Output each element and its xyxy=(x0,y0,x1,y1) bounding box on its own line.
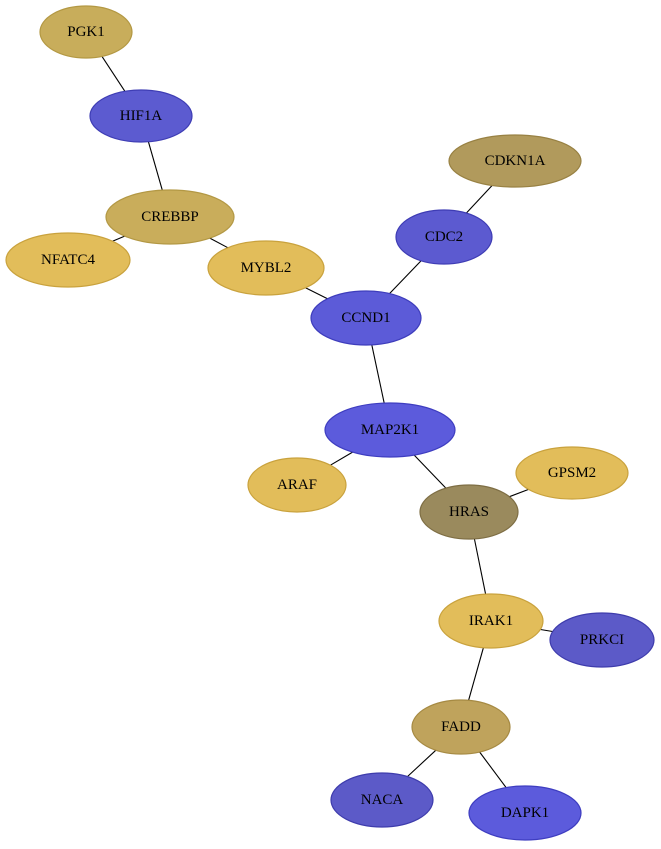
node-label: CREBBP xyxy=(141,209,199,225)
node-mybl2[interactable]: MYBL2 xyxy=(207,240,325,296)
node-cdkn1a[interactable]: CDKN1A xyxy=(448,134,582,188)
edge-fadd-dapk1 xyxy=(479,751,507,788)
node-label: FADD xyxy=(441,719,481,735)
node-irak1[interactable]: IRAK1 xyxy=(438,593,544,649)
node-label: PGK1 xyxy=(67,24,105,40)
node-label: CDKN1A xyxy=(485,153,546,169)
node-fadd[interactable]: FADD xyxy=(411,699,511,755)
edge-ccnd1-map2k1 xyxy=(371,344,385,404)
node-label: HRAS xyxy=(449,504,489,520)
edge-hras-gpsm2 xyxy=(509,488,529,498)
edge-cdkn1a-cdc2 xyxy=(465,185,493,214)
node-ellipse[interactable] xyxy=(411,699,511,755)
edge-cdc2-ccnd1 xyxy=(389,260,422,294)
edge-irak1-fadd xyxy=(468,647,484,701)
node-ellipse[interactable] xyxy=(39,5,133,59)
node-ellipse[interactable] xyxy=(89,89,193,143)
edge-crebbp-mybl2 xyxy=(209,237,229,249)
node-hif1a[interactable]: HIF1A xyxy=(89,89,193,143)
node-label: DAPK1 xyxy=(501,805,549,821)
node-ccnd1[interactable]: CCND1 xyxy=(310,290,422,346)
node-ellipse[interactable] xyxy=(310,290,422,346)
node-ellipse[interactable] xyxy=(247,457,347,513)
node-ellipse[interactable] xyxy=(105,189,235,245)
node-prkci[interactable]: PRKCI xyxy=(549,612,655,668)
node-ellipse[interactable] xyxy=(468,785,582,841)
node-ellipse[interactable] xyxy=(395,209,493,265)
node-crebbp[interactable]: CREBBP xyxy=(105,189,235,245)
edge-pgk1-hif1a xyxy=(101,56,126,92)
edge-map2k1-hras xyxy=(413,454,447,489)
node-nfatc4[interactable]: NFATC4 xyxy=(5,232,131,288)
edge-irak1-prkci xyxy=(540,628,553,633)
node-label: MAP2K1 xyxy=(361,422,419,438)
node-dapk1[interactable]: DAPK1 xyxy=(468,785,582,841)
node-label: NACA xyxy=(361,792,404,808)
node-label: CDC2 xyxy=(425,229,463,245)
node-label: MYBL2 xyxy=(241,260,292,276)
node-label: PRKCI xyxy=(580,632,624,648)
node-label: GPSM2 xyxy=(548,465,596,481)
node-ellipse[interactable] xyxy=(438,593,544,649)
node-gpsm2[interactable]: GPSM2 xyxy=(515,446,629,500)
node-label: ARAF xyxy=(277,477,317,493)
node-araf[interactable]: ARAF xyxy=(247,457,347,513)
node-label: CCND1 xyxy=(341,310,390,326)
node-ellipse[interactable] xyxy=(324,402,456,458)
node-label: HIF1A xyxy=(120,108,163,124)
node-ellipse[interactable] xyxy=(515,446,629,500)
node-ellipse[interactable] xyxy=(549,612,655,668)
edge-fadd-naca xyxy=(407,749,437,778)
node-naca[interactable]: NACA xyxy=(330,772,434,828)
edge-map2k1-araf xyxy=(330,451,353,466)
edge-hras-irak1 xyxy=(473,538,487,595)
node-ellipse[interactable] xyxy=(419,484,519,540)
node-label: IRAK1 xyxy=(469,613,513,629)
node-ellipse[interactable] xyxy=(448,134,582,188)
node-map2k1[interactable]: MAP2K1 xyxy=(324,402,456,458)
edge-mybl2-ccnd1 xyxy=(305,287,328,300)
node-ellipse[interactable] xyxy=(330,772,434,828)
node-cdc2[interactable]: CDC2 xyxy=(395,209,493,265)
node-label: NFATC4 xyxy=(41,252,95,268)
edge-crebbp-nfatc4 xyxy=(112,235,125,242)
node-hras[interactable]: HRAS xyxy=(419,484,519,540)
edges-layer xyxy=(101,56,553,788)
edge-hif1a-crebbp xyxy=(147,141,163,191)
node-ellipse[interactable] xyxy=(5,232,131,288)
node-pgk1[interactable]: PGK1 xyxy=(39,5,133,59)
node-ellipse[interactable] xyxy=(207,240,325,296)
